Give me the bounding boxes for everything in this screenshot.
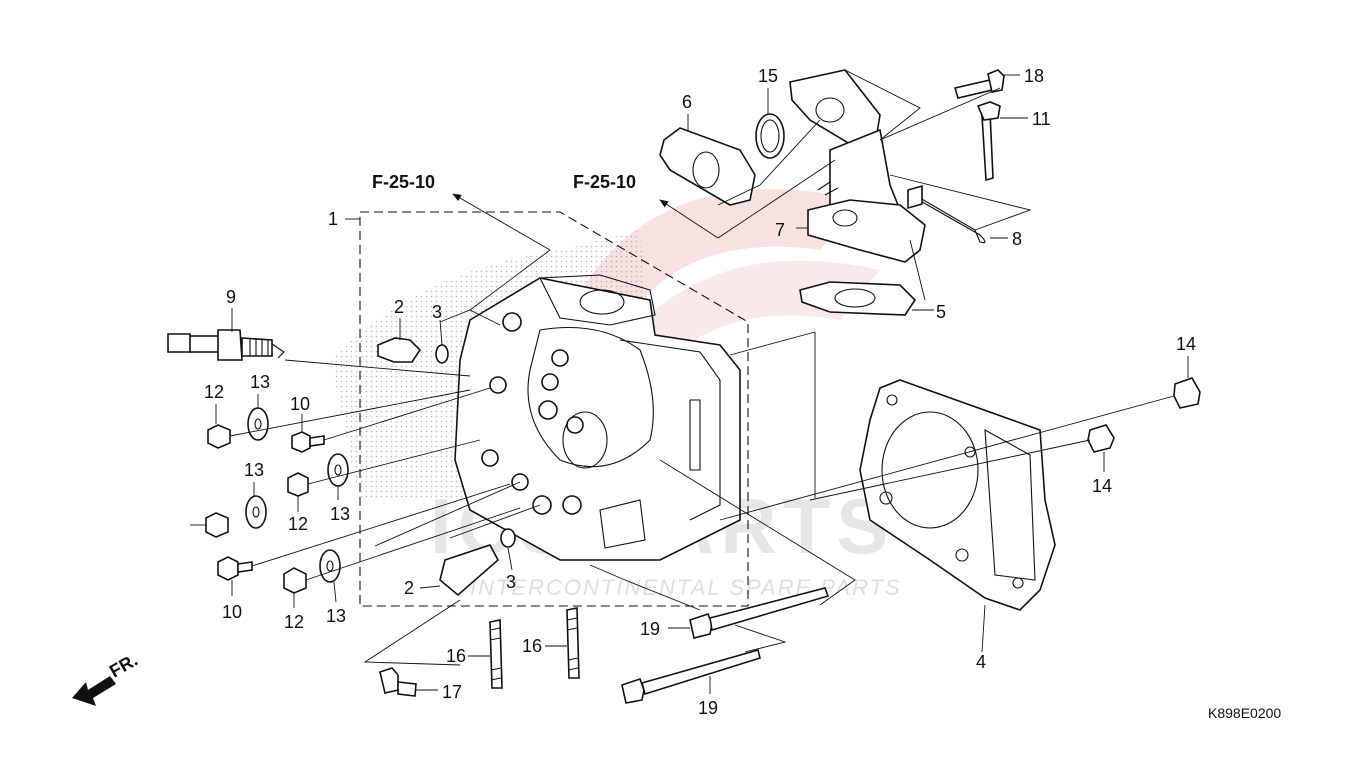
assembly-box [359, 211, 749, 607]
callout-8: 8 [1012, 229, 1022, 249]
intake-gasket [799, 281, 917, 316]
callout-2-lower: 2 [404, 578, 414, 598]
nuts-washers [205, 407, 349, 594]
cylinder-head [454, 274, 741, 561]
front-arrow-icon [72, 676, 116, 706]
stud-left [489, 619, 503, 689]
callout-15: 15 [758, 66, 778, 86]
callout-13-bottom: 13 [326, 606, 346, 626]
o-ring-lower [500, 528, 516, 548]
watermark-tagline: INTERCONTINENTAL SPARE PARTS [470, 575, 902, 600]
callout-10-lower: 10 [222, 602, 242, 622]
callout-3-lower: 3 [506, 572, 516, 592]
head-gasket [859, 379, 1056, 611]
callout-12-top: 12 [204, 382, 224, 402]
spark-plug [167, 329, 285, 361]
callout-13-top: 13 [250, 372, 270, 392]
intake-pipe [789, 69, 926, 263]
callout-12-bottom: 12 [284, 612, 304, 632]
leader-lines [363, 69, 1032, 666]
callout-19-upper: 19 [640, 619, 660, 639]
valve-guide-upper [377, 337, 422, 363]
callout-13-left: 13 [244, 460, 264, 480]
callout-16-right: 16 [522, 636, 542, 656]
dowel-pin-lower [1087, 424, 1115, 453]
stud-right [566, 607, 580, 679]
intake-o-ring [755, 113, 785, 159]
callout-16-left: 16 [446, 646, 466, 666]
callout-10-upper: 10 [290, 394, 310, 414]
callout-1: 1 [328, 209, 338, 229]
front-label: FR. [106, 650, 141, 682]
bolt-10-lower [217, 556, 239, 581]
callout-4: 4 [976, 652, 986, 672]
callout-ticks [190, 74, 1189, 694]
ref-label-left: F-25-10 [372, 172, 435, 192]
callout-14-upper: 14 [1176, 334, 1196, 354]
callout-19-lower: 19 [698, 698, 718, 718]
ref-arrow-left [452, 193, 551, 251]
callout-6: 6 [682, 92, 692, 112]
ref-arrow-right [659, 199, 719, 239]
bolt-11 [981, 110, 994, 182]
callout-2-upper: 2 [394, 297, 404, 317]
bolt-17 [379, 667, 399, 694]
callout-9: 9 [226, 287, 236, 307]
ref-label-right: F-25-10 [573, 172, 636, 192]
o-ring-upper [435, 344, 449, 364]
callout-18: 18 [1024, 66, 1044, 86]
part-code: K898E0200 [1208, 705, 1281, 721]
callout-13-right: 13 [330, 504, 350, 524]
callout-17: 17 [442, 682, 462, 702]
dowel-pin-upper [1173, 377, 1201, 409]
bolt-10-upper [291, 431, 311, 453]
callout-5: 5 [936, 302, 946, 322]
callout-3-upper: 3 [432, 302, 442, 322]
callout-7: 7 [775, 220, 785, 240]
valve-guide-lower [439, 544, 500, 597]
clip [909, 194, 986, 244]
callout-12-middle: 12 [288, 514, 308, 534]
callout-11: 11 [1032, 109, 1051, 129]
callouts: 1 2 2 3 3 4 5 6 7 8 9 10 10 11 12 12 12 … [204, 66, 1196, 718]
bolt-18 [953, 79, 993, 99]
callout-14-lower: 14 [1092, 476, 1112, 496]
intake-insulator [659, 127, 756, 206]
long-bolts [621, 587, 830, 704]
